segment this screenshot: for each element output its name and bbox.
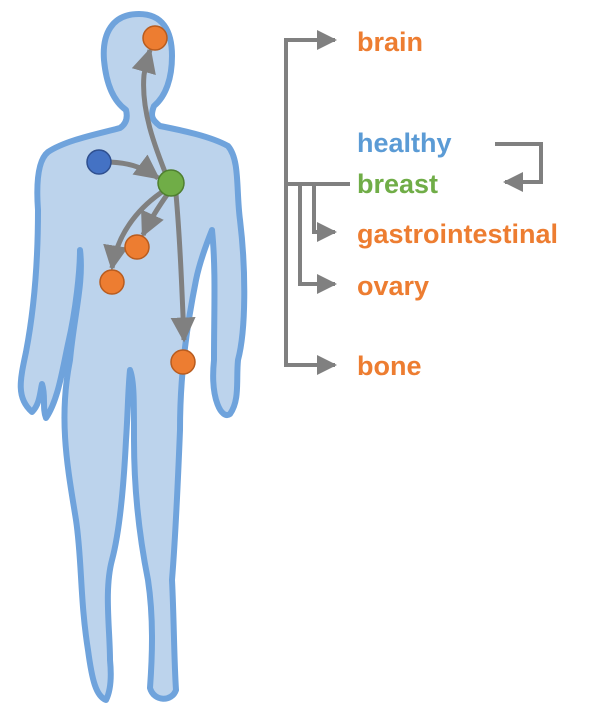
label-healthy: healthy	[357, 128, 452, 158]
label-bone: bone	[357, 351, 422, 381]
label-breast: breast	[357, 169, 438, 199]
breast-primary-tumor-node	[158, 170, 184, 196]
healthy-to-breast-arrow	[495, 144, 541, 182]
body-silhouette	[21, 14, 245, 700]
label-gastrointestinal: gastrointestinal	[357, 219, 558, 249]
healthy-cell-node	[87, 150, 111, 174]
brain-metastasis-node	[143, 26, 167, 50]
label-brain: brain	[357, 27, 423, 57]
label-ovary: ovary	[357, 271, 429, 301]
upper-gi-metastasis-node	[125, 235, 149, 259]
tree-connectors	[284, 40, 541, 365]
lower-gi-metastasis-node	[100, 270, 124, 294]
bone-metastasis-node	[171, 350, 195, 374]
